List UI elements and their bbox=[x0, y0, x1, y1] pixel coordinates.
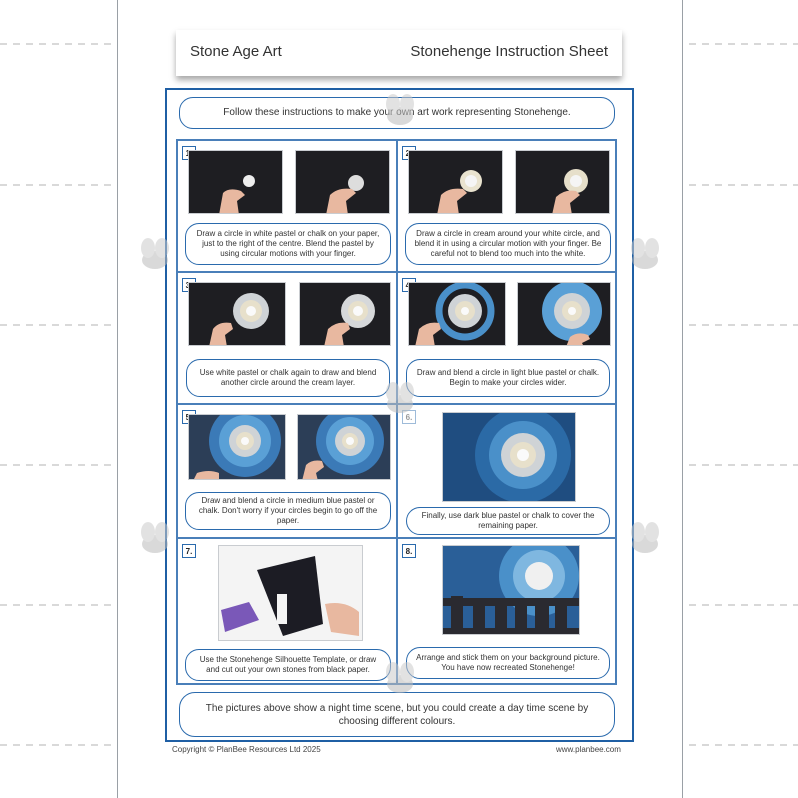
step-8-instructions: Arrange and stick them on your backgroun… bbox=[406, 647, 610, 679]
content-frame bbox=[165, 88, 634, 742]
step-3-instructions: Use white pastel or chalk again to draw … bbox=[186, 359, 390, 397]
step-4-photo-a bbox=[408, 282, 506, 346]
step-number: 7. bbox=[182, 544, 196, 558]
steps-grid: 1. Draw a circle in white pastel or chal… bbox=[176, 139, 617, 685]
bee-watermark-icon bbox=[631, 238, 659, 269]
step-6-instructions: Finally, use dark blue pastel or chalk t… bbox=[406, 507, 610, 535]
bee-watermark-icon bbox=[386, 94, 414, 125]
worksheet-header: Stone Age Art Stonehenge Instruction She… bbox=[176, 30, 622, 76]
step-number: 8. bbox=[402, 544, 416, 558]
step-3-cell: 3. Use white pastel or chalk again to dr… bbox=[177, 272, 397, 404]
step-5-instructions: Draw and blend a circle in medium blue p… bbox=[185, 492, 391, 530]
step-3-photo-a bbox=[188, 282, 286, 346]
bee-watermark-icon bbox=[386, 382, 414, 413]
step-2-cell: 2. Draw a circle in cream around your wh… bbox=[397, 140, 616, 272]
bee-watermark-icon bbox=[386, 662, 414, 693]
step-4-cell: 4. Draw and blend a circle in light blue… bbox=[397, 272, 616, 404]
step-5-photo-a bbox=[188, 414, 286, 480]
step-number: 6. bbox=[402, 410, 416, 424]
step-4-photo-b bbox=[517, 282, 611, 346]
step-2-photo-b bbox=[515, 150, 610, 214]
bee-watermark-icon bbox=[141, 522, 169, 553]
step-4-instructions: Draw and blend a circle in light blue pa… bbox=[406, 359, 610, 397]
step-3-photo-b bbox=[299, 282, 391, 346]
step-6-photo bbox=[442, 412, 576, 502]
step-7-instructions: Use the Stonehenge Silhouette Template, … bbox=[185, 649, 391, 681]
step-1-instructions: Draw a circle in white pastel or chalk o… bbox=[185, 223, 391, 265]
step-7-cell: 7. Use the Stonehenge Silhouette Templat… bbox=[177, 538, 397, 684]
step-6-cell: 6. Finally, use dark blue pastel or chal… bbox=[397, 404, 616, 538]
copyright-text: Copyright © PlanBee Resources Ltd 2025 bbox=[172, 745, 321, 754]
subject-title: Stone Age Art bbox=[190, 43, 282, 60]
step-1-photo-a bbox=[188, 150, 283, 214]
website-link[interactable]: www.planbee.com bbox=[556, 745, 621, 754]
bee-watermark-icon bbox=[141, 238, 169, 269]
step-1-photo-b bbox=[295, 150, 390, 214]
bee-watermark-icon bbox=[631, 522, 659, 553]
step-5-cell: 5. Draw and blend a circle in medium blu… bbox=[177, 404, 397, 538]
step-8-cell: 8. Arrange and stick them on your backgr… bbox=[397, 538, 616, 684]
step-5-photo-b bbox=[297, 414, 391, 480]
step-2-photo-a bbox=[408, 150, 503, 214]
step-8-photo bbox=[442, 545, 580, 635]
sheet-title: Stonehenge Instruction Sheet bbox=[410, 43, 608, 60]
step-7-photo bbox=[218, 545, 363, 641]
step-1-cell: 1. Draw a circle in white pastel or chal… bbox=[177, 140, 397, 272]
step-2-instructions: Draw a circle in cream around your white… bbox=[405, 223, 611, 265]
